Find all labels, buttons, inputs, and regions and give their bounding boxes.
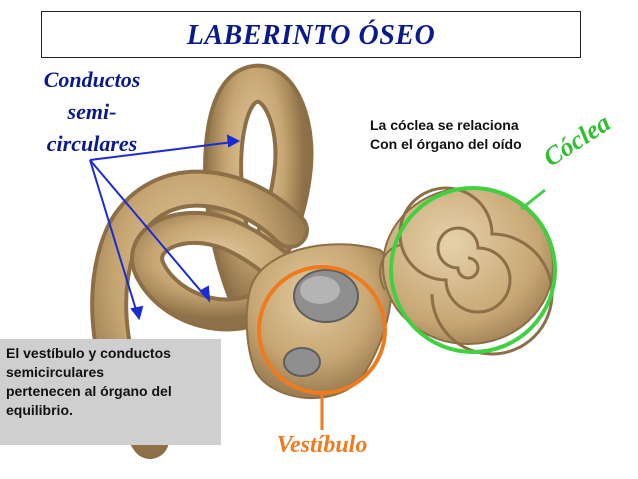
page-title: LABERINTO ÓSEO	[186, 20, 436, 51]
semicircular-arrows	[89, 134, 241, 321]
coclea-note-line-2: Con el órgano del oído	[370, 136, 522, 152]
coclea-leader-line	[520, 188, 546, 211]
vestibulo-note-line-4: equilibrio.	[6, 402, 73, 418]
vestibulo-note-line-2: semicirculares	[6, 364, 105, 380]
conductos-label-line-1: Conductos	[43, 67, 141, 92]
conductos-label: Conductos semi- circulares	[22, 64, 162, 160]
vestibulo-note-line-1: El vestíbulo y conductos	[6, 345, 171, 361]
title-box: LABERINTO ÓSEO	[41, 11, 581, 58]
vestibulo-note-box: El vestíbulo y conductos semicirculares …	[0, 339, 221, 445]
coclea-note: La cóclea se relaciona Con el órgano del…	[370, 116, 580, 154]
vestibulo-label: Vestíbulo	[276, 432, 368, 458]
coclea-note-line-1: La cóclea se relaciona	[370, 117, 519, 133]
coclea-highlight-ring	[389, 186, 557, 354]
conductos-label-line-2: semi-	[67, 99, 117, 124]
vestibulo-note-line-3: pertenecen al órgano del	[6, 383, 172, 399]
conductos-label-line-3: circulares	[46, 131, 138, 156]
